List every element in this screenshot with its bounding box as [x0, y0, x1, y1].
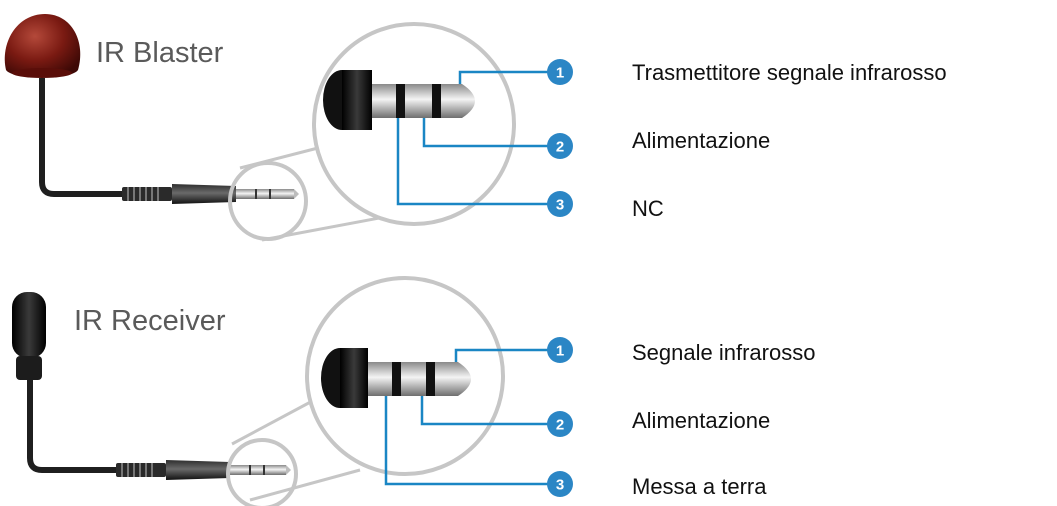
svg-text:1: 1 [556, 343, 564, 360]
ir-blaster-pin2-wire [422, 118, 548, 148]
ir-receiver-sensor-icon [12, 292, 46, 380]
svg-text:3: 3 [556, 477, 564, 494]
ir-blaster-section: 1 2 3 IR Blaster Trasmettitore segnale i… [4, 14, 947, 242]
ir-blaster-pin3-wire [396, 118, 548, 206]
ir-receiver-pin1-wire [454, 348, 548, 362]
svg-text:2: 2 [556, 139, 564, 156]
ir-blaster-title: IR Blaster [96, 37, 224, 69]
ir-receiver-pin1-label: Segnale infrarosso [632, 340, 815, 365]
audio-jack-plug-icon [321, 348, 471, 408]
ir-blaster-magnifier [228, 22, 516, 242]
audio-jack-plug-icon [323, 70, 475, 130]
ir-receiver-small-plug [116, 460, 291, 480]
ir-receiver-section: 1 2 3 IR Receiver Segnale infrarosso Ali… [12, 276, 815, 506]
ir-blaster-pin3-badge: 3 [547, 191, 573, 217]
ir-blaster-pin2-label: Alimentazione [632, 128, 770, 153]
ir-receiver-pin3-wire [384, 396, 548, 486]
ir-receiver-pin3-label: Messa a terra [632, 474, 767, 499]
ir-blaster-pin1-label: Trasmettitore segnale infrarosso [632, 60, 947, 85]
ir-receiver-pin3-badge: 3 [547, 471, 573, 497]
ir-receiver-pin1-badge: 1 [547, 337, 573, 363]
ir-receiver-pin2-badge: 2 [547, 411, 573, 437]
ir-blaster-emitter-icon [4, 14, 81, 78]
ir-blaster-pin1-wire [458, 70, 548, 84]
svg-text:1: 1 [556, 65, 564, 82]
ir-receiver-pin2-label: Alimentazione [632, 408, 770, 433]
ir-receiver-cable [27, 380, 122, 473]
ir-blaster-pin1-badge: 1 [547, 59, 573, 85]
ir-blaster-cable [39, 78, 128, 197]
ir-blaster-small-plug [122, 184, 299, 204]
ir-blaster-pin3-label: NC [632, 196, 664, 221]
svg-text:3: 3 [556, 197, 564, 214]
ir-blaster-pin2-badge: 2 [547, 133, 573, 159]
ir-receiver-pin2-wire [420, 396, 548, 426]
svg-text:2: 2 [556, 417, 564, 434]
ir-receiver-title: IR Receiver [74, 305, 226, 337]
